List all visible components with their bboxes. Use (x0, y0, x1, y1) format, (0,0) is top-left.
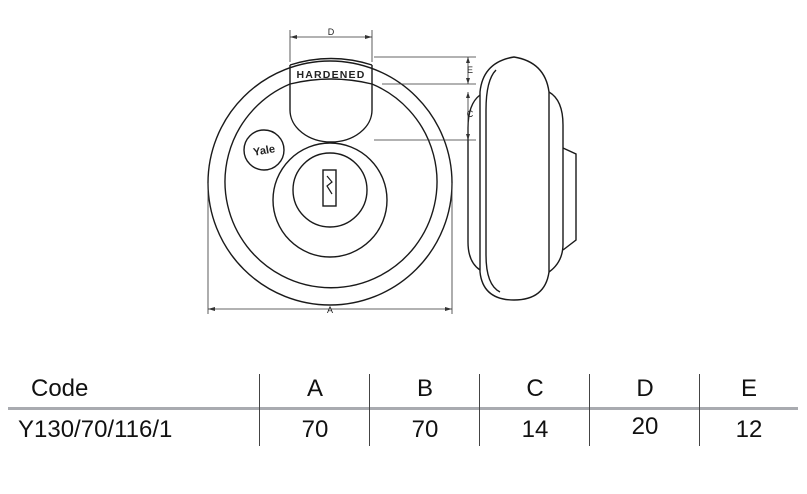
cell-b: 70 (411, 416, 439, 443)
cylinder-outer (272, 142, 388, 258)
table-header-rule (8, 407, 798, 410)
column-divider (259, 374, 260, 446)
column-divider (479, 374, 480, 446)
shackle-band (289, 57, 373, 66)
dimension-label-c: C (467, 109, 474, 119)
header-e: E (740, 375, 757, 402)
brand-logo-text: Yale (252, 143, 276, 159)
cell-d: 20 (631, 413, 659, 440)
dimension-label-e: E (467, 65, 473, 75)
cell-a: 70 (301, 416, 329, 443)
side-view-body (479, 56, 550, 301)
header-c: C (526, 375, 544, 402)
shackle-cutout (289, 84, 373, 143)
header-a: A (306, 375, 323, 402)
header-b: B (416, 375, 433, 402)
cell-e: 12 (735, 416, 763, 443)
column-divider (369, 374, 370, 446)
hardened-stamp: HARDENED (296, 69, 365, 81)
lock-face-inner (224, 83, 438, 289)
spec-table: Code A B C D E Y130/70/116/1 70 70 14 20… (8, 372, 798, 448)
cell-code: Y130/70/116/1 (18, 416, 173, 443)
dimension-label-d: D (328, 27, 335, 37)
padlock-drawing: D E C A HARDENED Yale (207, 27, 577, 315)
cylinder-inner (292, 152, 368, 228)
keyway (322, 169, 337, 207)
cell-c: 14 (521, 416, 549, 443)
header-d: D (636, 375, 654, 402)
dimension-label-a: A (327, 305, 333, 315)
header-code: Code (31, 375, 89, 402)
column-divider (589, 374, 590, 446)
column-divider (699, 374, 700, 446)
brand-badge (243, 129, 285, 171)
